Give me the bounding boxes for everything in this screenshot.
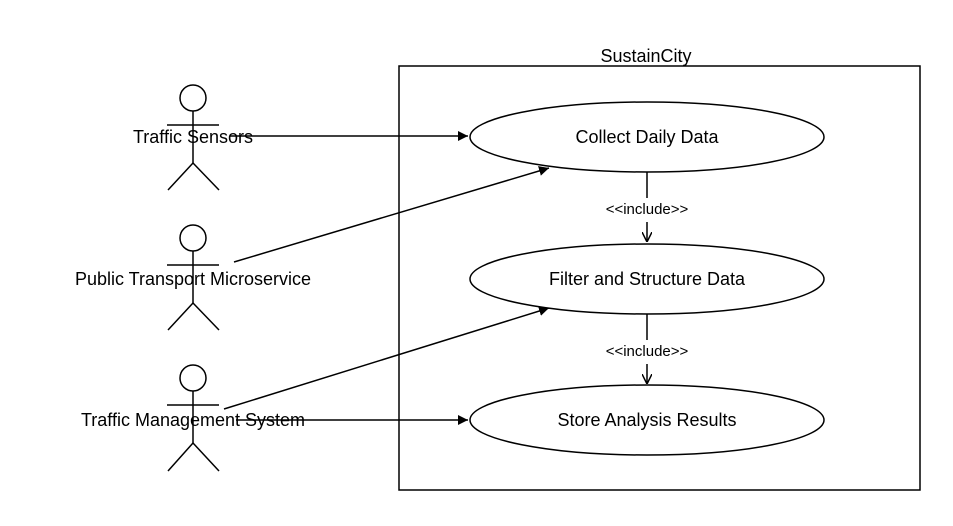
actor-traffic-management[interactable]: [167, 364, 220, 472]
system-boundary: SustainCity: [398, 46, 921, 491]
use-case-collect-daily-data[interactable]: Collect Daily Data: [469, 101, 825, 173]
association-management-filter: [223, 306, 550, 410]
include-collect-filter: <<include>>: [606, 172, 689, 242]
use-case-store-analysis-results[interactable]: Store Analysis Results: [469, 384, 825, 456]
include-filter-store: <<include>>: [606, 314, 689, 384]
use-case-label: Collect Daily Data: [575, 127, 719, 147]
system-title: SustainCity: [600, 46, 691, 66]
actor-label-traffic-management: Traffic Management System: [81, 410, 305, 430]
association-public-transport-collect: [233, 166, 550, 263]
stick-figure-icon: [167, 84, 220, 191]
actor-traffic-sensors[interactable]: [167, 84, 220, 191]
stick-figure-icon: [167, 364, 220, 472]
use-case-filter-structure-data[interactable]: Filter and Structure Data: [469, 243, 825, 315]
actor-public-transport[interactable]: [167, 224, 220, 331]
actor-label-traffic-sensors: Traffic Sensors: [133, 127, 253, 147]
include-label: <<include>>: [606, 343, 689, 360]
use-case-label: Filter and Structure Data: [549, 269, 746, 289]
associations: [223, 131, 550, 425]
stick-figure-icon: [167, 224, 220, 331]
include-label: <<include>>: [606, 201, 689, 218]
use-case-label: Store Analysis Results: [557, 410, 736, 430]
actor-label-public-transport: Public Transport Microservice: [75, 269, 311, 289]
